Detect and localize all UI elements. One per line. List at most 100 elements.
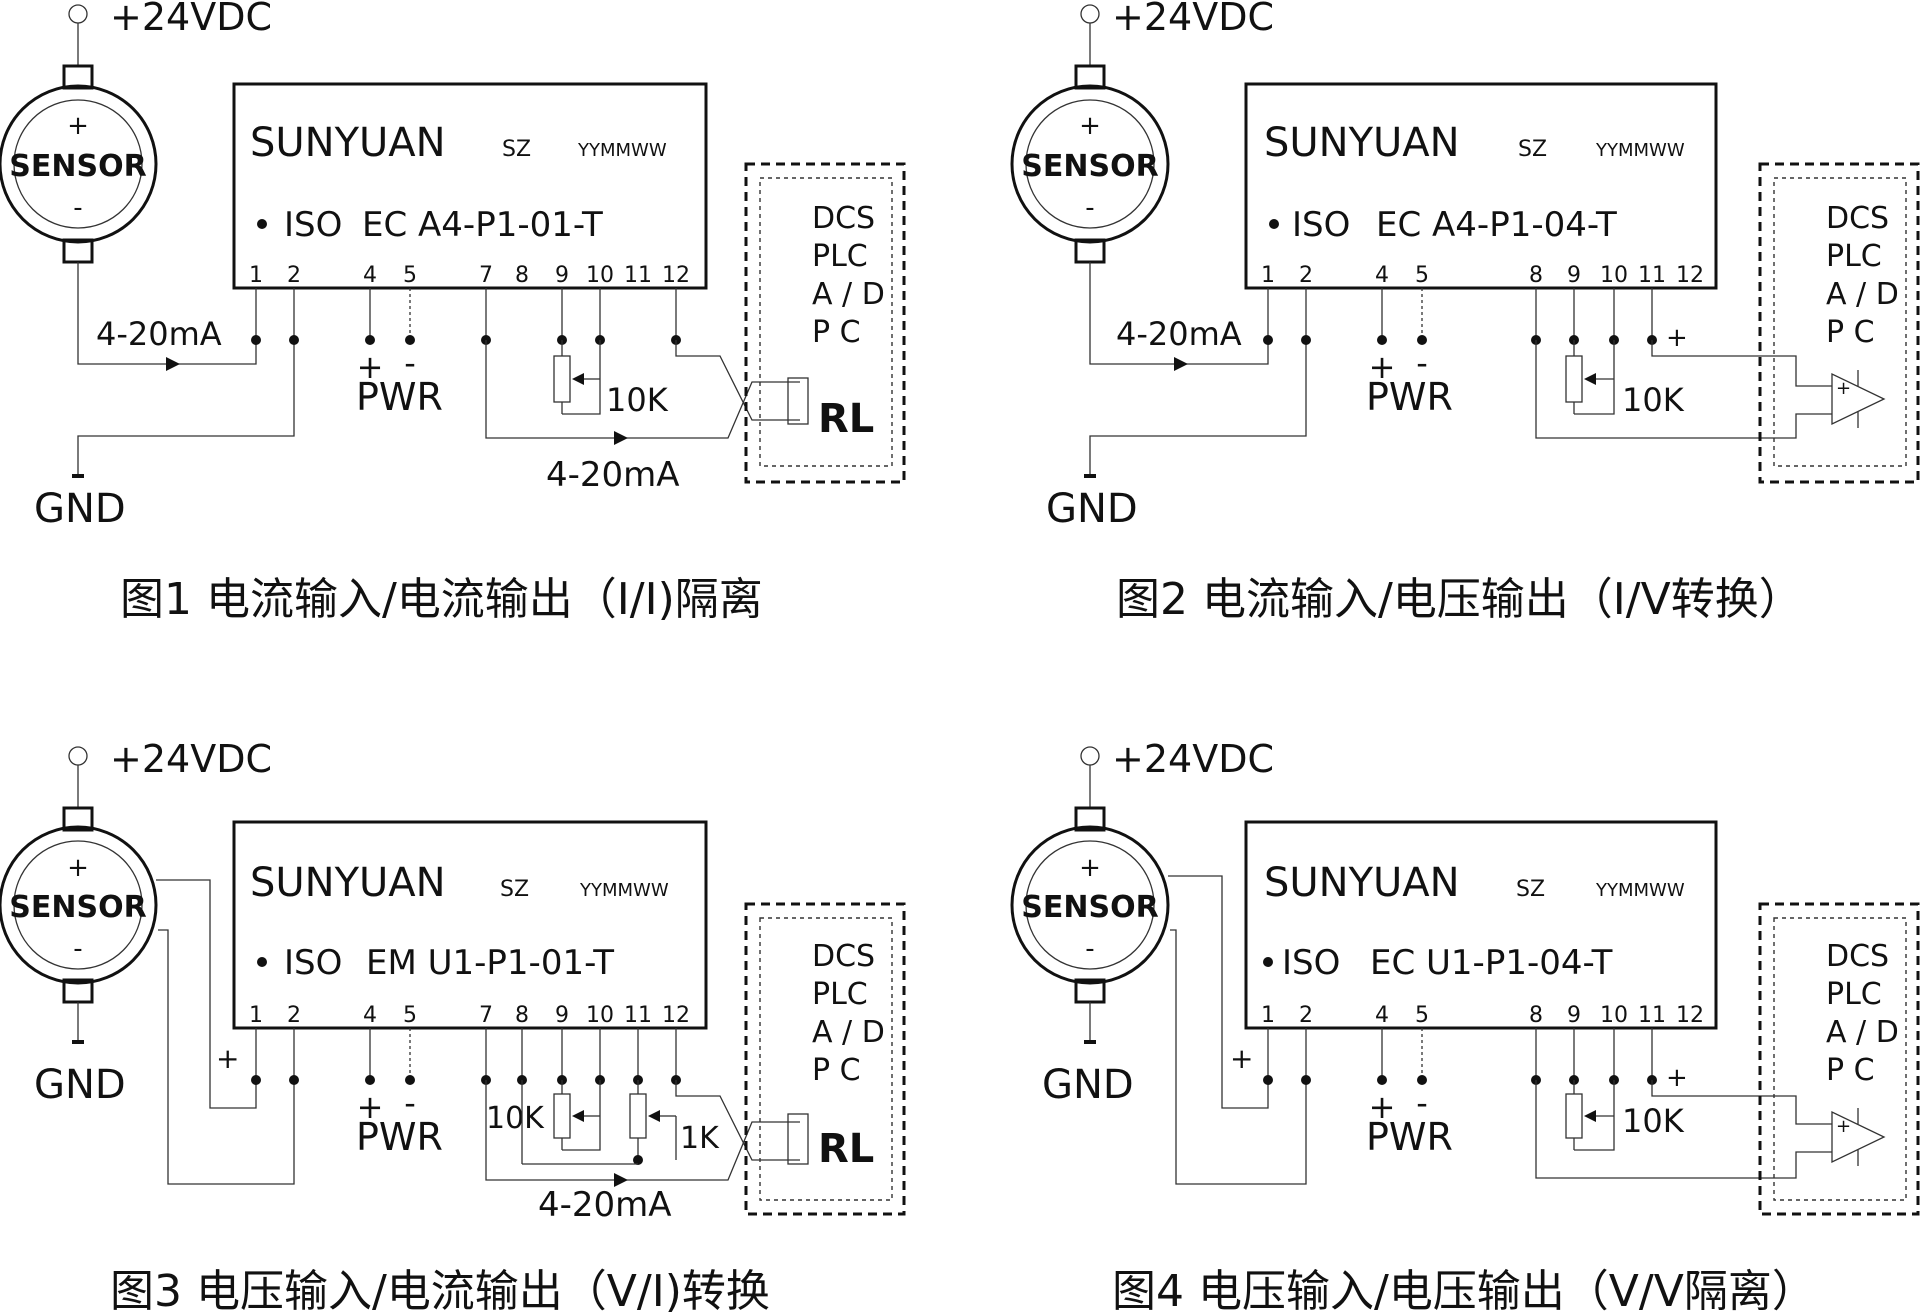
- svg-text:YYMMWW: YYMMWW: [1595, 880, 1685, 901]
- svg-text:+: +: [357, 348, 384, 386]
- svg-text:YYMMWW: YYMMWW: [579, 880, 669, 901]
- svg-text:10: 10: [586, 263, 614, 288]
- caption-2: 图2 电流输入/电压输出（I/V转换）: [1116, 574, 1803, 625]
- svg-text:11: 11: [624, 263, 652, 288]
- svg-text:+: +: [1079, 853, 1101, 883]
- svg-text:DCS: DCS: [1826, 939, 1889, 974]
- svg-text:GND: GND: [34, 1062, 126, 1108]
- potentiometer-1k: [629, 1093, 647, 1139]
- svg-text:+: +: [1369, 348, 1396, 386]
- svg-text:SUNYUAN: SUNYUAN: [250, 860, 446, 906]
- model-number: EM U1-P1-01-T: [366, 943, 614, 983]
- isolator-module: [232, 820, 708, 1030]
- diagram-1-current-to-current: +24VDC + SENSOR - 4-20mA GND SUNYUAN SZ …: [0, 0, 906, 625]
- svg-text:10: 10: [1600, 263, 1628, 288]
- svg-text:-: -: [1416, 344, 1428, 382]
- svg-text:ISO: ISO: [1282, 943, 1340, 983]
- svg-text:GND: GND: [1046, 486, 1138, 532]
- isolator-module: [1244, 820, 1718, 1030]
- svg-text:1: 1: [249, 1003, 263, 1028]
- input-signal-label: 4-20mA: [96, 315, 222, 353]
- sensor: + SENSOR -: [1010, 806, 1170, 1004]
- svg-text:4: 4: [1375, 263, 1389, 288]
- brand: SUNYUAN: [250, 120, 446, 166]
- svg-text:8: 8: [515, 1003, 529, 1028]
- dcs-system-box: [1758, 162, 1920, 484]
- svg-text:4: 4: [1375, 1003, 1389, 1028]
- svg-text:+: +: [1666, 323, 1688, 353]
- svg-text:5: 5: [1415, 1003, 1429, 1028]
- svg-text:-: -: [1085, 934, 1094, 964]
- svg-text:12: 12: [662, 1003, 690, 1028]
- caption-3: 图3 电压输入/电流输出（V/I)转换: [110, 1266, 770, 1316]
- svg-text:SENSOR: SENSOR: [1021, 890, 1158, 925]
- model-number: EC A4-P1-04-T: [1376, 205, 1617, 245]
- op-amp-symbol: [1831, 1110, 1886, 1164]
- model-number: EC A4-P1-01-T: [362, 205, 603, 245]
- svg-text:2: 2: [1299, 263, 1313, 288]
- svg-text:5: 5: [403, 1003, 417, 1028]
- svg-text:+: +: [1079, 111, 1101, 141]
- svg-text:-: -: [404, 344, 416, 382]
- svg-text:2: 2: [1299, 1003, 1313, 1028]
- caption-4: 图4 电压输入/电压输出（V/V隔离）: [1112, 1266, 1816, 1316]
- svg-text:4-20mA: 4-20mA: [538, 1185, 672, 1225]
- svg-text:10K: 10K: [486, 1101, 545, 1136]
- svg-text:8: 8: [515, 263, 529, 288]
- svg-text:10K: 10K: [1622, 1102, 1685, 1140]
- svg-text:1: 1: [249, 263, 263, 288]
- svg-text:+: +: [1369, 1088, 1396, 1126]
- pwr-label: PWR: [356, 375, 443, 419]
- sensor: + SENSOR -: [0, 806, 158, 1004]
- svg-text:+: +: [1836, 378, 1851, 399]
- svg-text:DCS: DCS: [1826, 201, 1889, 236]
- svg-text:SZ: SZ: [502, 137, 531, 162]
- svg-text:5: 5: [403, 263, 417, 288]
- svg-text:A / D: A / D: [1826, 1015, 1899, 1050]
- svg-text:2: 2: [287, 1003, 301, 1028]
- svg-text:SUNYUAN: SUNYUAN: [1264, 120, 1460, 166]
- dcs-system-box: [1758, 902, 1920, 1216]
- svg-text:SENSOR: SENSOR: [1021, 149, 1158, 184]
- svg-text:9: 9: [555, 1003, 569, 1028]
- dcs-system-box: [744, 902, 906, 1216]
- svg-text:DCS: DCS: [812, 939, 875, 974]
- svg-text:SZ: SZ: [1518, 137, 1547, 162]
- svg-text:ISO: ISO: [284, 943, 342, 983]
- op-amp-symbol: [1831, 372, 1886, 426]
- svg-text:SUNYUAN: SUNYUAN: [1264, 860, 1460, 906]
- svg-text:+24VDC: +24VDC: [1112, 737, 1274, 781]
- svg-text:12: 12: [662, 263, 690, 288]
- supply-terminal: [68, 4, 88, 24]
- potentiometer-10k: [1565, 355, 1583, 403]
- svg-text:P C: P C: [812, 1053, 861, 1088]
- svg-text:4: 4: [363, 1003, 377, 1028]
- gnd-label: GND: [34, 486, 126, 532]
- svg-text:12: 12: [1676, 1003, 1704, 1028]
- date-code: YYMMWW: [577, 140, 667, 161]
- svg-text:PWR: PWR: [356, 1115, 443, 1159]
- svg-text:SZ: SZ: [1516, 877, 1545, 902]
- caption-1: 图1 电流输入/电流输出（I/I)隔离: [120, 574, 763, 625]
- svg-text:5: 5: [1415, 263, 1429, 288]
- svg-text:4-20mA: 4-20mA: [1116, 315, 1242, 353]
- svg-text:A / D: A / D: [812, 1015, 885, 1050]
- model-number: EC U1-P1-04-T: [1370, 943, 1613, 983]
- svg-text:PLC: PLC: [1826, 239, 1882, 274]
- diagram-4-voltage-to-voltage: +24VDC + SENSOR - GND + SUNYUAN SZ YYMMW…: [1010, 737, 1920, 1316]
- svg-text:8: 8: [1529, 263, 1543, 288]
- svg-text:YYMMWW: YYMMWW: [1595, 140, 1685, 161]
- svg-text:+: +: [1666, 1063, 1688, 1093]
- svg-text:7: 7: [479, 1003, 493, 1028]
- dcs-system-box: [744, 162, 906, 484]
- svg-text:1K: 1K: [680, 1121, 720, 1156]
- diagram-3-voltage-to-current: +24VDC + SENSOR - GND + SUNYUAN SZ YYMMW…: [0, 737, 906, 1316]
- potentiometer-10k: [553, 355, 571, 403]
- svg-text:-: -: [1085, 193, 1094, 223]
- potentiometer-10k: [553, 1093, 571, 1139]
- potentiometer-10k: [1565, 1093, 1583, 1139]
- svg-text:PLC: PLC: [812, 977, 868, 1012]
- svg-text:-: -: [73, 193, 82, 223]
- svg-text:7: 7: [479, 263, 493, 288]
